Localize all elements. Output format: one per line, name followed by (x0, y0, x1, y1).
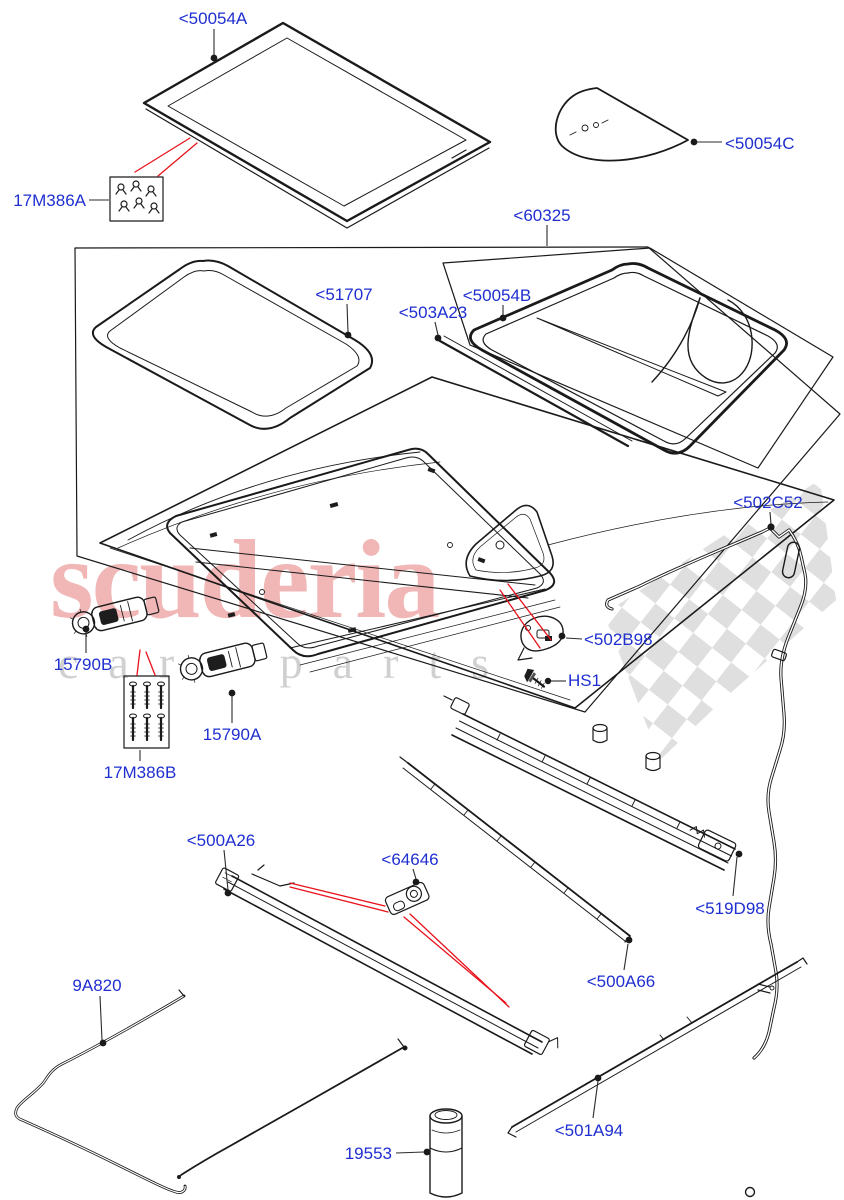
part-seal-strip-503a23 (438, 335, 633, 448)
part-label-15790B: 15790B (53, 655, 113, 674)
part-guide-bracket-64646 (384, 881, 430, 915)
part-lubricant-19553 (429, 1108, 463, 1198)
part-drive-cable-502c52 (605, 526, 808, 1198)
part-motor-15790b (70, 596, 160, 637)
part-label-17M386B: 17M386B (103, 763, 177, 782)
part-label-503A23: <503A23 (398, 303, 468, 322)
part-label-60325: <60325 (513, 206, 571, 225)
callout-leader-lines (82, 29, 775, 1156)
part-label-50054B: <50054B (462, 286, 532, 305)
watermark-subtext: car parts (58, 637, 520, 688)
part-label-501A94: <501A94 (554, 1121, 624, 1140)
part-roof-panel (99, 376, 835, 709)
part-motor-15790a (178, 642, 268, 683)
part-label-500A66: <500A66 (586, 972, 656, 991)
red-reference-lines (134, 137, 552, 1008)
part-label-HS1: HS1 (568, 671, 602, 690)
part-shade-rail-500a26 (215, 864, 559, 1056)
part-side-finisher-501a94 (507, 957, 808, 1138)
part-screws-17m386b (123, 675, 170, 749)
part-label-50054A: <50054A (178, 9, 248, 28)
part-label-519D98: <519D98 (695, 899, 765, 918)
part-clips-17m386a (109, 176, 164, 222)
part-seal-51707 (92, 259, 374, 430)
part-label-19553: 19553 (344, 1144, 392, 1163)
part-label-500A26: <500A26 (186, 831, 256, 850)
part-label-9A820: 9A820 (72, 976, 122, 995)
part-drain-tube-9a820 (14, 989, 408, 1194)
part-label-17M386A: 17M386A (13, 191, 86, 210)
part-wind-deflector-519d98 (443, 695, 737, 871)
part-label-502C52: <502C52 (733, 493, 803, 512)
part-bracket-502b98 (517, 615, 564, 661)
part-bolt-hs1 (524, 668, 546, 689)
part-label-51707: <51707 (315, 285, 373, 304)
part-label-50054C: <50054C (725, 134, 795, 153)
watermark-checkered-flag (604, 480, 836, 760)
part-deflector-corner-50054c (554, 87, 689, 162)
part-glass-panel-50054a (142, 21, 492, 229)
part-label-502B98: <502B98 (584, 630, 653, 649)
part-rear-glass-50054b (442, 247, 834, 469)
assembly-box-60325 (74, 246, 841, 713)
part-label-15790A: 15790A (202, 725, 262, 744)
part-label-64646: <64646 (381, 850, 439, 869)
